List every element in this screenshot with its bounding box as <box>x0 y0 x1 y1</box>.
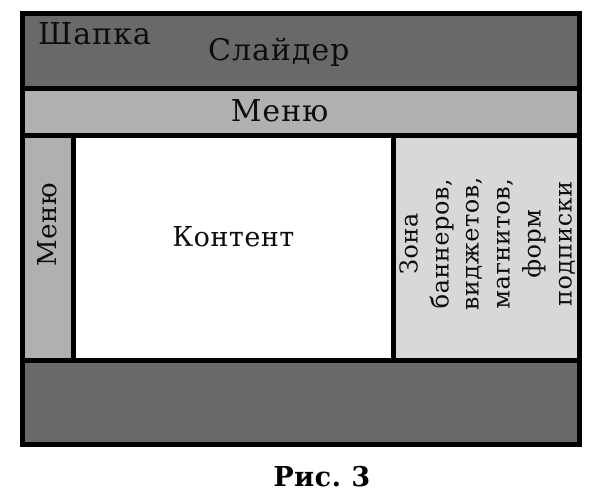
header-slider-band: Шапка Слайдер <box>25 16 577 91</box>
header-label: Шапка <box>38 17 152 52</box>
top-menu-band: Меню <box>25 91 577 138</box>
banner-zone-label: Зона баннеров, виджетов, магнитов, форм … <box>395 176 577 310</box>
top-menu-label: Меню <box>230 93 330 129</box>
side-menu-label: Меню <box>33 182 64 266</box>
content-label: Контент <box>172 221 295 253</box>
figure-caption: Рис. 3 <box>273 462 371 493</box>
side-menu-column: Меню <box>25 138 76 358</box>
main-row: Меню Контент Зона баннеров, виджетов, ма… <box>25 138 577 363</box>
footer-band <box>25 363 577 442</box>
website-layout-scheme: Шапка Слайдер Меню Меню Контент Зона бан… <box>20 11 582 447</box>
content-area: Контент <box>76 138 396 358</box>
banner-zone-column: Зона баннеров, виджетов, магнитов, форм … <box>395 138 577 358</box>
slider-label: Слайдер <box>208 33 351 68</box>
